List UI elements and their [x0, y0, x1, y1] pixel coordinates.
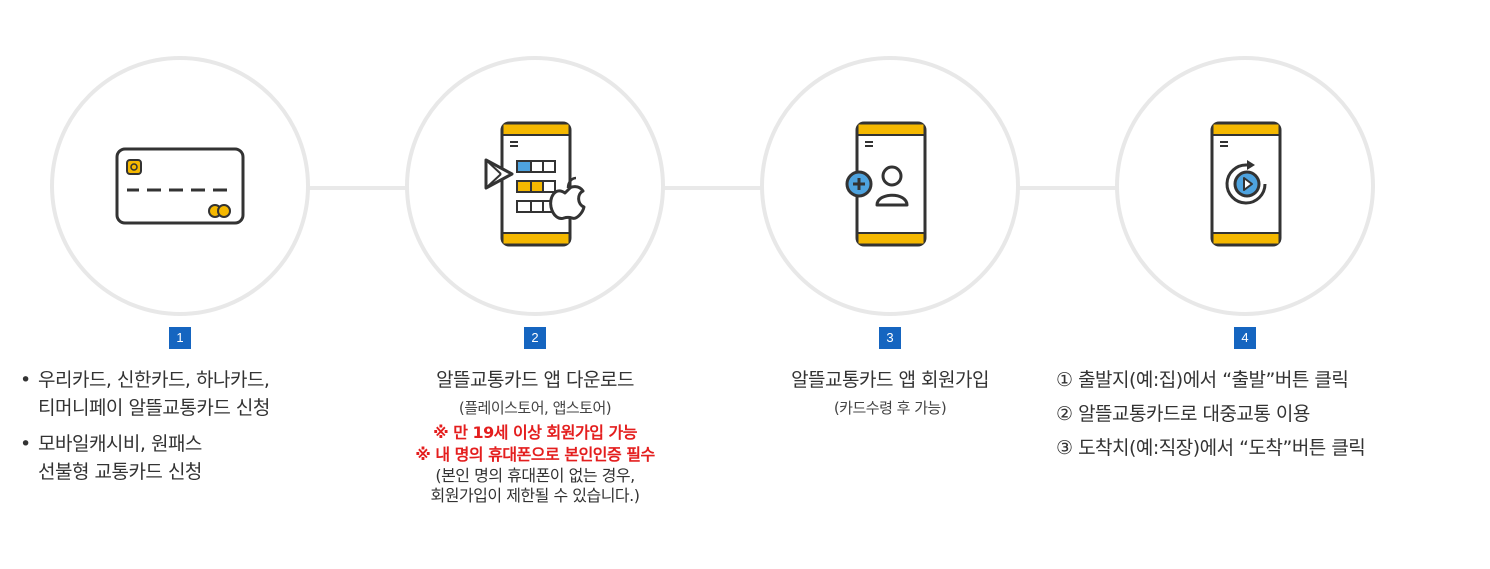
- bullet-line: 모바일캐시비, 원패스: [38, 433, 202, 455]
- connector-line: [300, 186, 412, 190]
- instruction-line: ③ 도착치(예:직장)에서 “도착”버튼 클릭: [1056, 437, 1366, 459]
- step-2-description: 알뜰교통카드 앱 다운로드 (플레이스토어, 앱스토어) ※ 만 19세 이상 …: [365, 366, 705, 506]
- step-3-circle: [760, 56, 1020, 316]
- note-text: 회원가입이 제한될 수 있습니다.): [430, 486, 640, 505]
- bullet-item: 우리카드, 신한카드, 하나카드, 티머니페이 알뜰교통카드 신청: [16, 366, 366, 422]
- instruction-line: ② 알뜰교통카드로 대중교통 이용: [1056, 403, 1310, 425]
- step-number-badge: 1: [169, 327, 191, 349]
- warning-text: ※ 내 명의 휴대폰으로 본인인증 필수: [415, 445, 655, 464]
- step-3-description: 알뜰교통카드 앱 회원가입 (카드수령 후 가능): [740, 366, 1040, 422]
- step-4-circle: [1115, 56, 1375, 316]
- step-number-badge: 2: [524, 327, 546, 349]
- bullet-line: 우리카드, 신한카드, 하나카드,: [38, 369, 270, 391]
- connector-line: [1010, 186, 1122, 190]
- bullet-line: 티머니페이 알뜰교통카드 신청: [38, 397, 270, 419]
- credit-card-icon: [115, 147, 245, 225]
- step-subtitle: (플레이스토어, 앱스토어): [458, 399, 612, 417]
- signup-phone-icon: [845, 121, 927, 247]
- step-2-circle: [405, 56, 665, 316]
- step-number-badge: 3: [879, 327, 901, 349]
- play-phone-icon: [1210, 121, 1282, 247]
- step-1-circle: [50, 56, 310, 316]
- step-4-description: ① 출발지(예:집)에서 “출발”버튼 클릭 ② 알뜰교통카드로 대중교통 이용…: [1056, 366, 1476, 462]
- step-title: 알뜰교통카드 앱 다운로드: [436, 369, 634, 391]
- bullet-item: 모바일캐시비, 원패스 선불형 교통카드 신청: [16, 430, 366, 486]
- step-1-description: 우리카드, 신한카드, 하나카드, 티머니페이 알뜰교통카드 신청 모바일캐시비…: [16, 366, 366, 494]
- bullet-line: 선불형 교통카드 신청: [38, 461, 202, 483]
- app-download-phone-icon: [484, 121, 586, 247]
- connector-line: [655, 186, 767, 190]
- step-number-badge: 4: [1234, 327, 1256, 349]
- warning-text: ※ 만 19세 이상 회원가입 가능: [433, 423, 637, 442]
- note-text: (본인 명의 휴대폰이 없는 경우,: [435, 466, 635, 485]
- instruction-line: ① 출발지(예:집)에서 “출발”버튼 클릭: [1056, 369, 1349, 391]
- step-subtitle: (카드수령 후 가능): [833, 399, 947, 417]
- step-title: 알뜰교통카드 앱 회원가입: [791, 369, 989, 391]
